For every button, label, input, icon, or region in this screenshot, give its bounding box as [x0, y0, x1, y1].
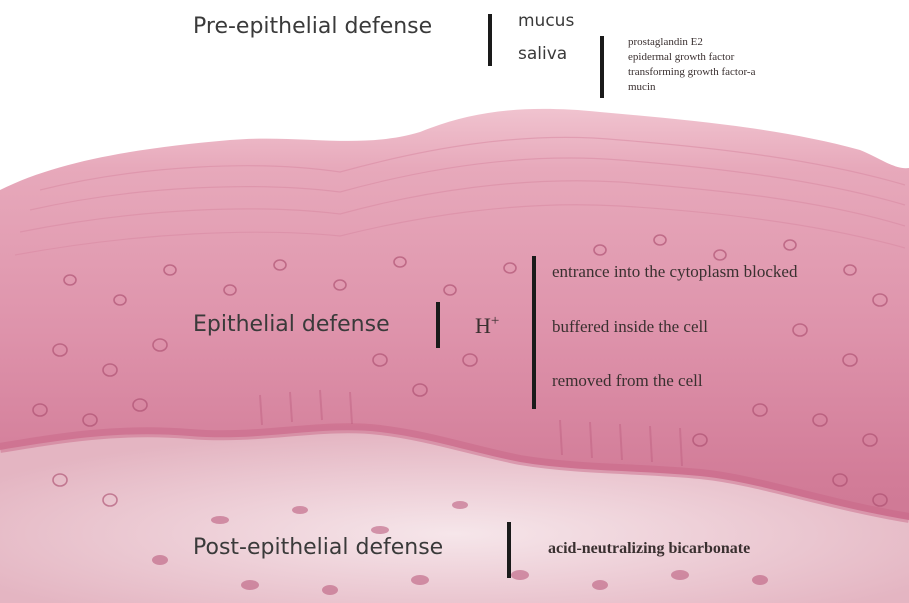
mechanism-removed: removed from the cell	[552, 372, 703, 389]
pre-epithelial-title: Pre-epithelial defense	[193, 16, 432, 38]
mechanism-buffered: buffered inside the cell	[552, 318, 708, 335]
mechanism-blocked: entrance into the cytoplasm blocked	[552, 263, 797, 280]
epithelial-bar	[436, 302, 440, 348]
hydrogen-ion-label: H+	[475, 314, 499, 337]
pre-epithelial-factor-saliva: saliva	[518, 46, 567, 63]
pre-epithelial-bar	[488, 14, 492, 66]
subfactor-prostaglandin: prostaglandin E2	[628, 37, 703, 48]
subfactor-tgf: transforming growth factor-a	[628, 67, 755, 78]
saliva-subfactor-bar	[600, 36, 604, 98]
pre-epithelial-factor-mucus: mucus	[518, 13, 574, 30]
epithelial-title: Epithelial defense	[193, 314, 390, 336]
epithelial-mechanism-bar	[532, 256, 536, 409]
hydrogen-ion-charge: +	[491, 313, 499, 329]
mechanism-bicarbonate: acid-neutralizing bicarbonate	[548, 541, 750, 557]
subfactor-egf: epidermal growth factor	[628, 52, 734, 63]
subfactor-mucin: mucin	[628, 82, 656, 93]
post-epithelial-bar	[507, 522, 511, 578]
hydrogen-ion-symbol: H	[475, 313, 491, 338]
post-epithelial-title: Post-epithelial defense	[193, 537, 443, 559]
